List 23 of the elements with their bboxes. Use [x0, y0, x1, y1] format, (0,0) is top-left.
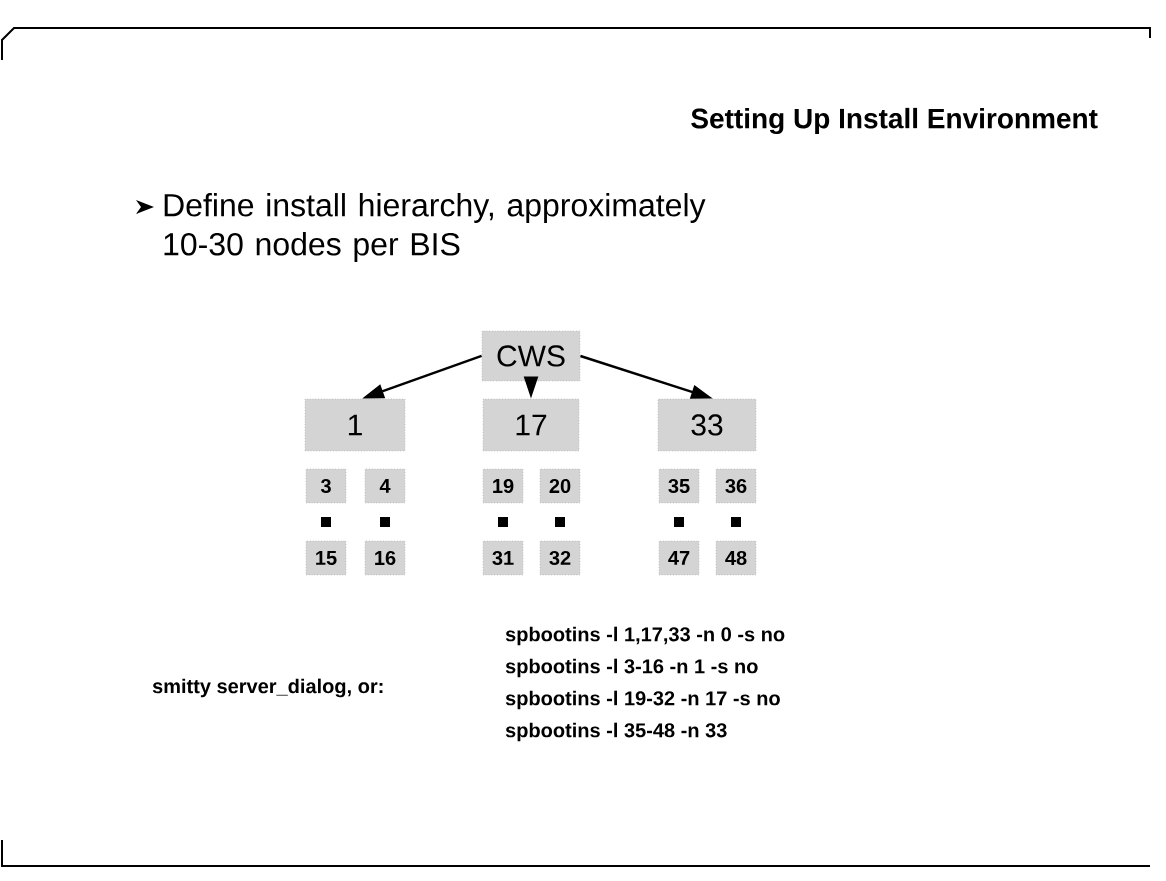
command-text: spbootins -l 19-32 -n 17 -s no: [505, 690, 780, 710]
node-tile: 47: [658, 540, 700, 576]
node-tile: 32: [539, 540, 581, 576]
node-tile: 35: [658, 468, 700, 504]
node-box: 17: [482, 398, 580, 452]
title: Setting Up Install Environment: [691, 107, 1098, 135]
command-text: spbootins -l 3-16 -n 1 -s no: [505, 658, 758, 678]
node-tile: 36: [715, 468, 757, 504]
command-text: spbootins -l 1,17,33 -n 0 -s no: [505, 626, 785, 646]
bullet-text: Define install hierarchy, approximately 10-30 nodes per BIS: [164, 193, 706, 262]
node-tile: 48: [715, 540, 757, 576]
node-tile: 19: [482, 468, 524, 504]
node-tile: 20: [539, 468, 581, 504]
node-tile: 15: [305, 540, 347, 576]
command-label: smitty server_dialog, or:: [152, 678, 383, 698]
node-box: 1: [304, 398, 406, 452]
node-box: CWS: [481, 330, 581, 382]
node-box: 33: [657, 398, 757, 452]
node-tile: 16: [364, 540, 406, 576]
node-tile: 4: [364, 468, 406, 504]
node-tile: 3: [305, 468, 347, 504]
node-tile: 31: [482, 540, 524, 576]
command-text: spbootins -l 35-48 -n 33: [505, 722, 727, 742]
